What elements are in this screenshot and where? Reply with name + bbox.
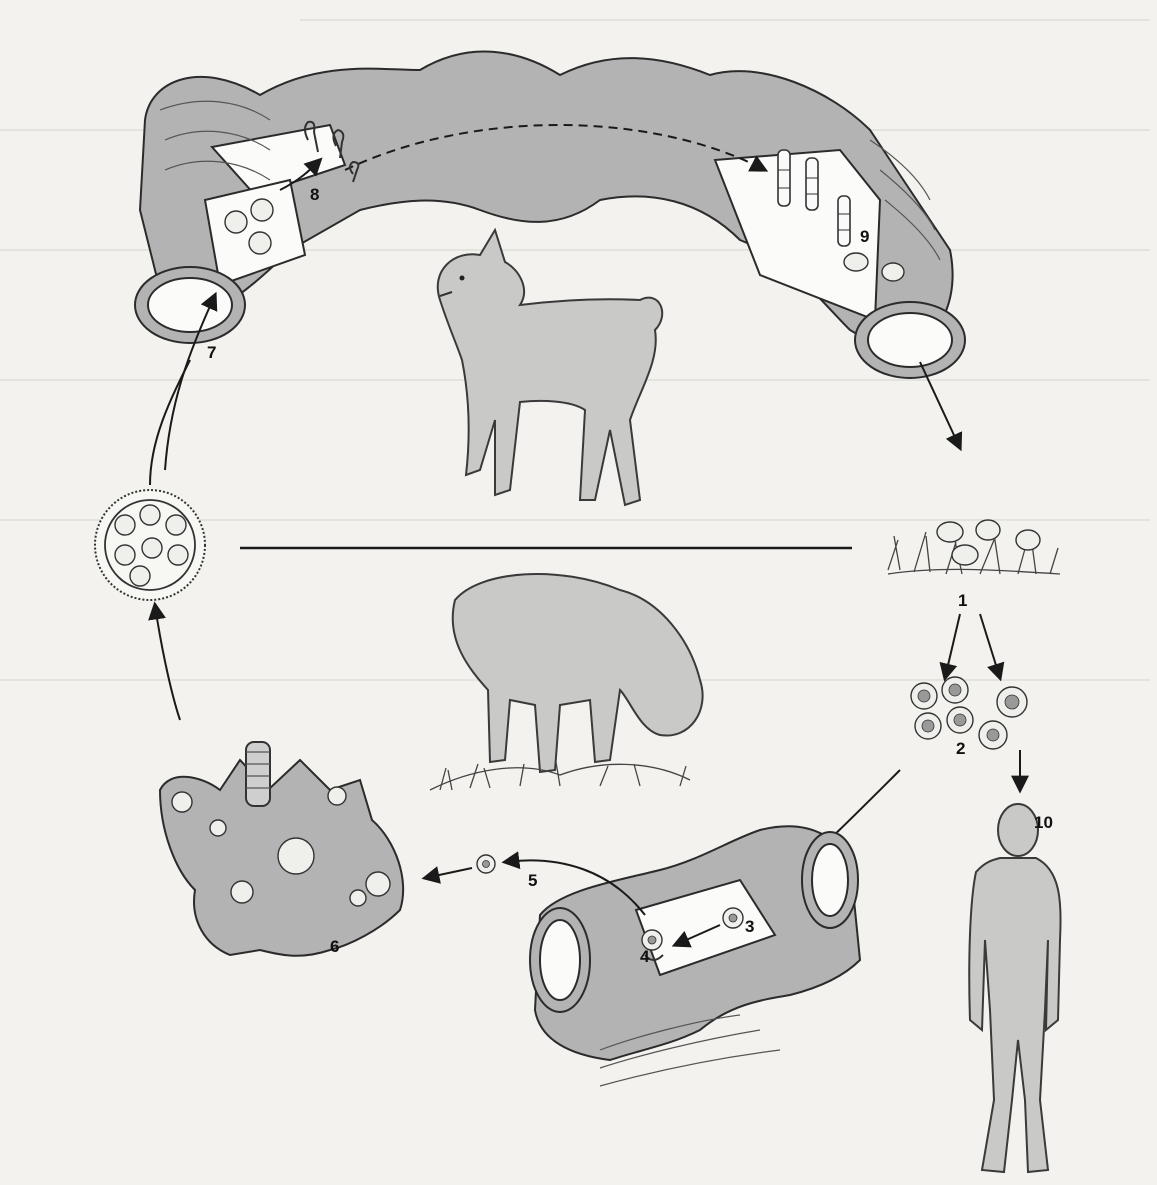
sheep-intestine-illustration [530,826,860,1086]
dog-illustration [438,230,662,505]
stage-label-10: 10 [1034,813,1053,832]
human-illustration [969,804,1060,1172]
stage-label-5: 5 [528,871,537,890]
grass-with-eggs-illustration [888,520,1060,574]
oncosphere-eggs-icon [911,677,1027,749]
stage-label-6: 6 [330,937,339,956]
stage-label-3: 3 [745,917,754,936]
hydatid-cyst-icon [95,490,205,600]
arrow-grass-to-eggs-right [980,614,1000,678]
liver-cyst-illustration [160,742,403,956]
stage-label-7: 7 [207,343,216,362]
stage-label-4: 4 [640,947,650,966]
arrow-liver-to-cyst [155,605,180,720]
arrow-blood-to-liver [425,868,472,878]
arrow-cyst-up [150,360,190,485]
sheep-illustration [430,574,703,790]
arrow-feces-to-grass [920,362,960,448]
arrow-grass-to-eggs-left [945,614,960,678]
stage-label-2: 2 [956,739,965,758]
stage-label-8: 8 [310,185,319,204]
stage-label-1: 1 [958,591,967,610]
stage-label-9: 9 [860,227,869,246]
oncosphere-icon [477,855,495,873]
